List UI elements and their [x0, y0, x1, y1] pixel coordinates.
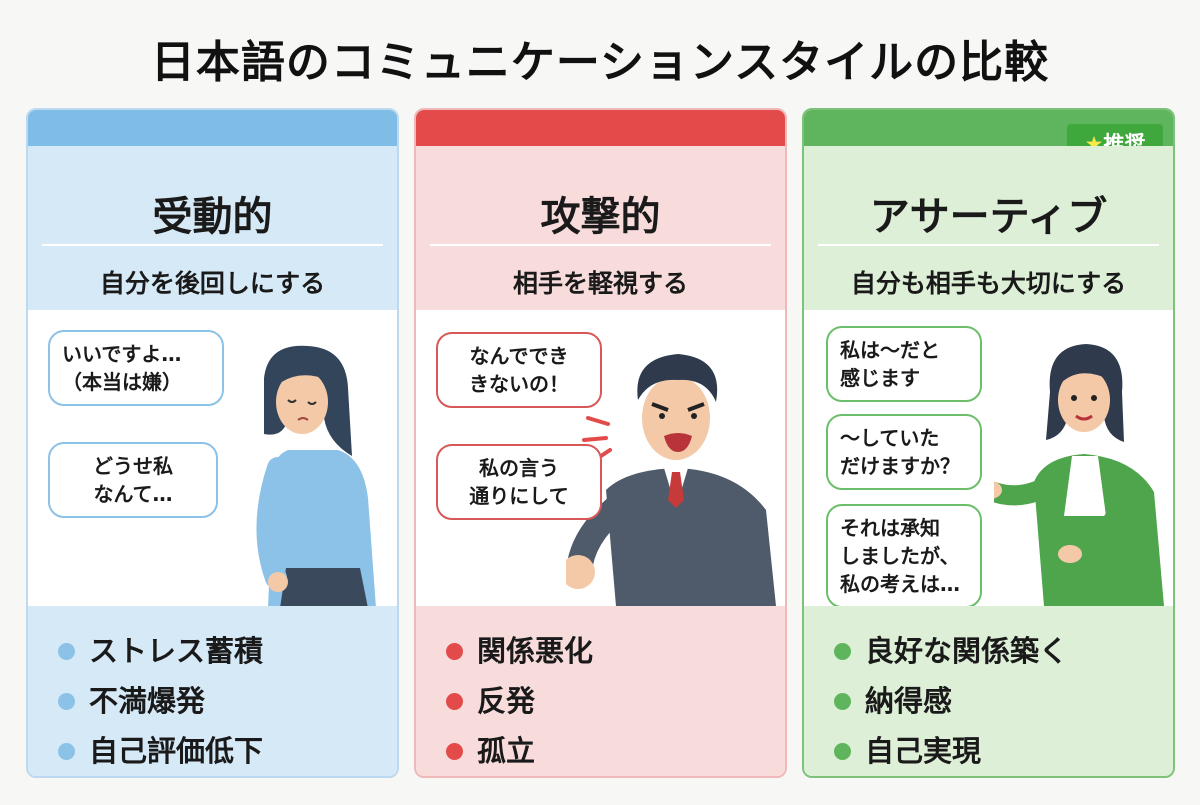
scene-aggressive: なんででき きないの！ 私の言う 通りにして	[416, 310, 785, 606]
card-topbar: ★推奨	[804, 110, 1173, 164]
outcome-item: 自己実現	[834, 726, 1068, 776]
card-aggressive: 攻撃的 相手を軽視する なんででき きないの！ 私の言う 通りにして 関係悪化 …	[414, 108, 787, 778]
bullet-dot-icon	[834, 692, 851, 710]
outcome-item: 良好な関係築く	[834, 626, 1068, 676]
card-footer: 関係悪化 反発 孤立	[416, 606, 785, 776]
card-subtitle: 相手を軽視する	[512, 269, 688, 298]
divider	[42, 244, 383, 246]
page-title: 日本語のコミュニケーションスタイルの比較	[150, 37, 1050, 88]
outcome-list: ストレス蓄積 不満爆発 自己評価低下	[58, 626, 263, 776]
outcome-list: 良好な関係築く 納得感 自己実現	[834, 626, 1068, 776]
outcome-item: 不満爆発	[58, 676, 263, 726]
bullet-dot-icon	[58, 692, 75, 710]
card-header: 受動的 自分を後回しにする	[28, 146, 397, 310]
speech-bubble: いいですよ… （本当は嫌）	[48, 330, 224, 406]
card-header: 攻撃的 相手を軽視する	[416, 146, 785, 310]
bullet-dot-icon	[446, 692, 463, 710]
speech-bubble: 私は〜だと 感じます	[826, 326, 982, 402]
scene-passive: いいですよ… （本当は嫌） どうせ私 なんて…	[28, 310, 397, 608]
speech-bubble: 私の言う 通りにして	[436, 444, 602, 520]
card-title: アサーティブ	[869, 194, 1108, 240]
aggressive-person-illustration	[566, 354, 776, 606]
card-subtitle: 自分を後回しにする	[99, 269, 326, 298]
outcome-item: 自己評価低下	[58, 726, 263, 776]
assertive-person-illustration	[994, 344, 1164, 606]
card-passive: 受動的 自分を後回しにする いいですよ… （本当は嫌） どうせ私 なんて… スト…	[26, 108, 399, 778]
bullet-dot-icon	[834, 742, 851, 760]
card-assertive: ★推奨 アサーティブ 自分も相手も大切にする 私は〜だと 感じます 〜していた …	[802, 108, 1175, 778]
bullet-dot-icon	[58, 642, 75, 660]
bullet-dot-icon	[446, 742, 463, 760]
outcome-item: 関係悪化	[446, 626, 593, 676]
speech-bubble: それは承知 しましたが、 私の考えは…	[826, 504, 982, 608]
card-title: 受動的	[152, 194, 273, 240]
outcome-item: 孤立	[446, 726, 593, 776]
speech-bubble: なんででき きないの！	[436, 332, 602, 408]
speech-bubble: 〜していた だけますか？	[826, 414, 982, 490]
divider	[818, 244, 1159, 246]
bullet-dot-icon	[834, 642, 851, 660]
outcome-list: 関係悪化 反発 孤立	[446, 626, 593, 776]
bullet-dot-icon	[58, 742, 75, 760]
outcome-item: ストレス蓄積	[58, 626, 263, 676]
passive-person-illustration	[256, 345, 376, 608]
divider	[430, 244, 771, 246]
bullet-dot-icon	[446, 642, 463, 660]
card-topbar	[416, 110, 785, 146]
card-footer: ストレス蓄積 不満爆発 自己評価低下	[28, 606, 397, 776]
outcome-item: 反発	[446, 676, 593, 726]
card-footer: 良好な関係築く 納得感 自己実現	[804, 606, 1173, 776]
scene-assertive: 私は〜だと 感じます 〜していた だけますか？ それは承知 しましたが、 私の考…	[804, 310, 1173, 608]
speech-bubble: どうせ私 なんて…	[48, 442, 218, 518]
card-title: 攻撃的	[540, 194, 661, 240]
card-header: アサーティブ 自分も相手も大切にする	[804, 146, 1173, 310]
outcome-item: 納得感	[834, 676, 1068, 726]
card-subtitle: 自分も相手も大切にする	[850, 269, 1127, 298]
card-topbar	[28, 110, 397, 146]
